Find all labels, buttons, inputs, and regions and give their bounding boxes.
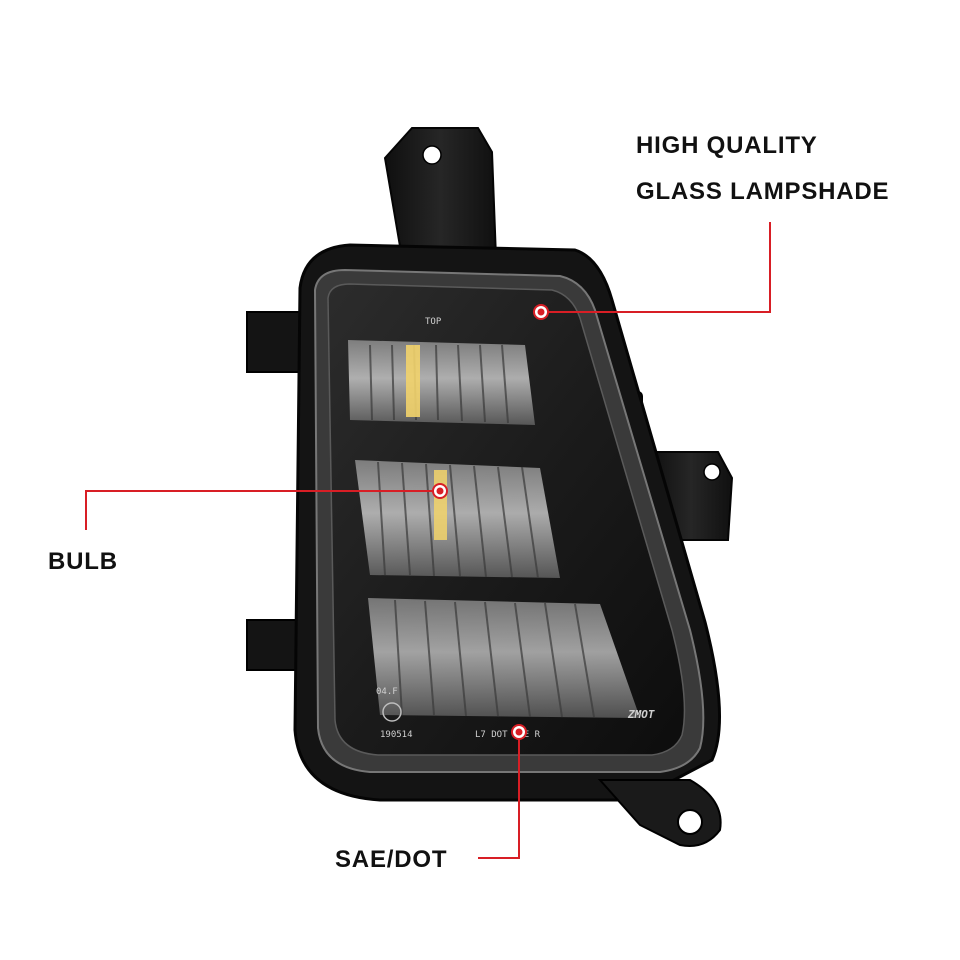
lampshade-callout-subtitle: GLASS LAMPSHADE	[636, 178, 889, 205]
sae-dot-callout-line	[478, 732, 520, 859]
sae-dot-callout-dot-center	[515, 728, 523, 736]
bulb-callout-line	[85, 490, 440, 530]
connector-hole-icon	[677, 809, 703, 835]
lampshade-callout-line	[541, 222, 771, 313]
lens-marking-side-code: 04.F	[376, 687, 398, 697]
top-mounting-bracket	[383, 127, 498, 259]
lampshade-callout-dot-center	[537, 308, 545, 316]
lens-marking-top: TOP	[425, 317, 442, 327]
left-clip-upper	[246, 311, 303, 373]
lampshade-callout-title: HIGH QUALITY	[636, 132, 818, 159]
lens-marking-date-code: 190514	[380, 730, 413, 740]
sae-dot-callout-label: SAE/DOT	[335, 846, 447, 873]
led-chip-middle	[434, 470, 447, 540]
bulb-callout-label: BULB	[48, 548, 118, 575]
reflector-upper	[348, 340, 535, 425]
led-chip-upper	[406, 345, 420, 417]
bottom-connector	[597, 779, 722, 847]
reflector-middle	[355, 460, 560, 579]
certification-emblem-icon	[382, 702, 402, 722]
bulb-callout-dot-center	[436, 487, 444, 495]
lens-marking-dot: L7 DOT SAE R	[475, 730, 541, 740]
reflector-lower	[368, 598, 640, 718]
tab-hole-icon	[703, 463, 721, 481]
bracket-hole-icon	[422, 145, 442, 165]
lens-marking-brand: ZMOT	[627, 708, 655, 721]
left-clip-lower	[246, 619, 303, 671]
